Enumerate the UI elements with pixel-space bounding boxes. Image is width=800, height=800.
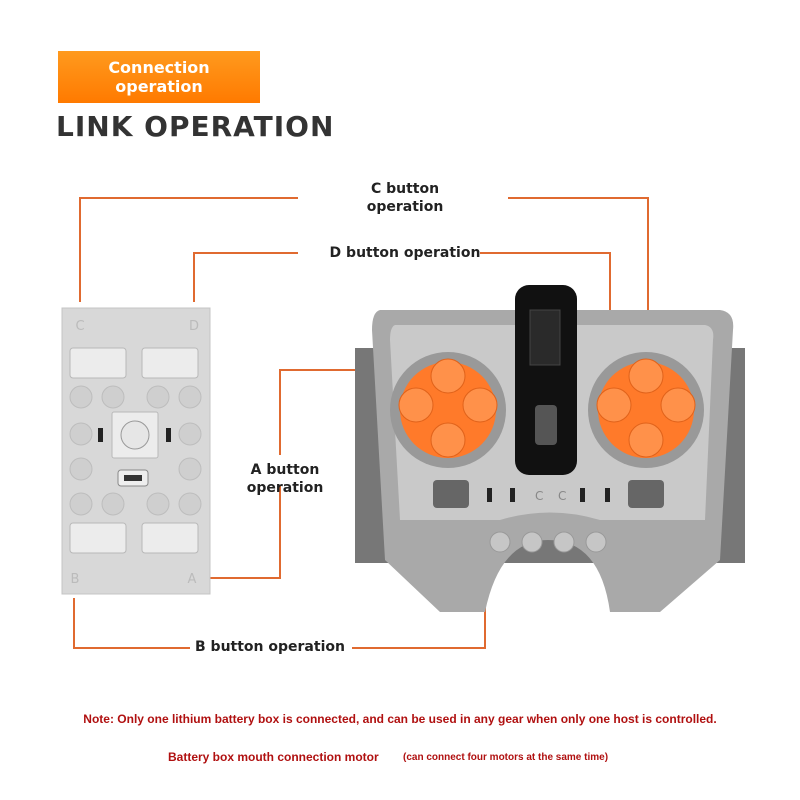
corner-label-c: C [75,319,84,334]
c-button-label: C button operation [340,180,470,216]
switch-label-c-right: C [558,489,566,503]
remote-control: C C [355,285,745,612]
connection-operation-badge: Connection operation [58,51,260,103]
corner-label-b: B [71,572,80,587]
badge-line1: Connection [108,58,210,77]
left-dpad [390,352,506,468]
mouth-connection-text: Battery box mouth connection motor [168,750,379,764]
d-button-label: D button operation [329,245,481,261]
note-text: Note: Only one lithium battery box is co… [83,712,717,726]
badge-line2: operation [115,77,203,96]
corner-label-a: A [188,572,197,587]
b-button-label: B button operation [195,639,345,655]
corner-label-d: D [189,319,199,334]
switch-label-c-left: C [535,489,543,503]
right-dpad [588,352,704,468]
a-button-label: A button operation [246,462,324,496]
battery-box: C D B A [61,307,211,595]
page-title: LINK OPERATION [56,110,335,143]
c-label-line2: operation [366,199,444,215]
c-label-line1: C button [370,181,440,197]
mouth-connection-subtext: (can connect four motors at the same tim… [403,752,609,763]
